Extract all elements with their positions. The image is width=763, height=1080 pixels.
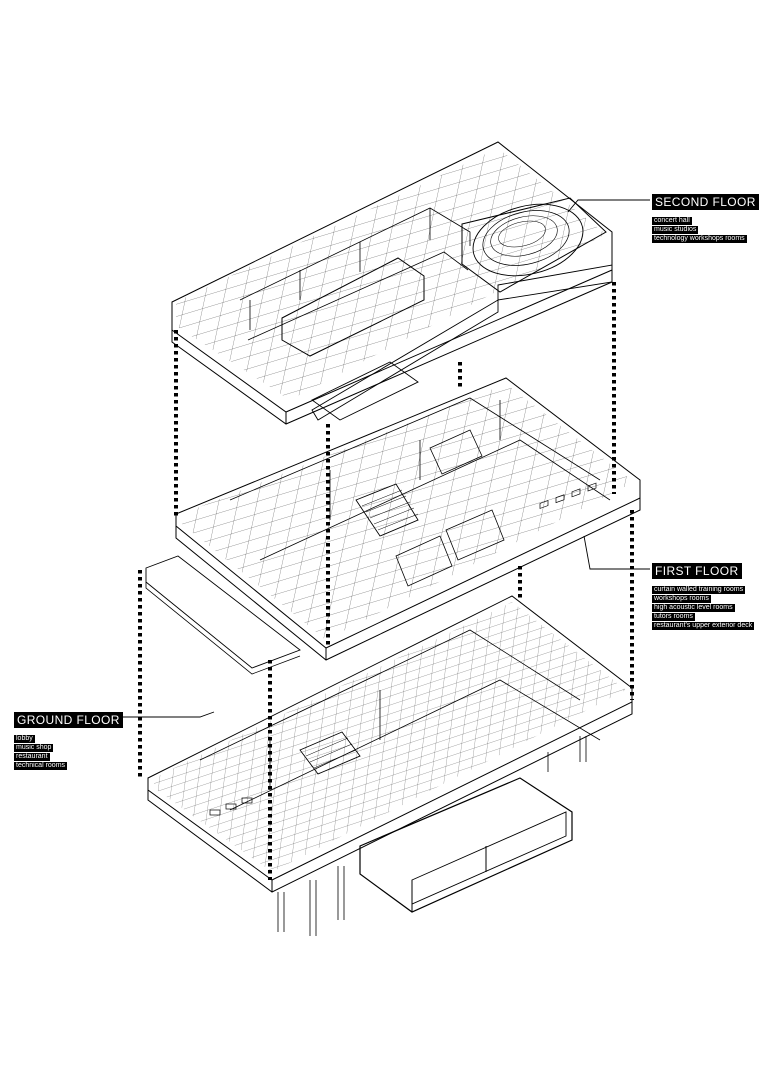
ground-floor-slab [147, 482, 633, 893]
pilotis-and-basement [277, 736, 587, 936]
label-leader-lines [120, 199, 650, 718]
program-item: high acoustic level rooms [652, 604, 735, 612]
first-floor-label: FIRST FLOOR curtain walled training room… [652, 562, 755, 631]
second-floor-title: SECOND FLOOR [652, 194, 759, 210]
program-item: tutors rooms [652, 613, 695, 621]
first-floor-title: FIRST FLOOR [652, 563, 742, 579]
first-floor-slab [175, 361, 641, 661]
program-item: technology workshops rooms [652, 235, 747, 243]
restaurant-tables [539, 482, 597, 509]
exterior-deck-plate [145, 555, 301, 675]
floor-alignment-dotted-lines [138, 282, 634, 880]
concert-hall-drawing [461, 197, 607, 293]
program-item: music studios [652, 226, 699, 234]
program-item: lobby [14, 735, 35, 743]
first-floor-program-list: curtain walled training rooms workshops … [652, 586, 755, 630]
lobby-stair [299, 731, 361, 775]
ground-floor-title: GROUND FLOOR [14, 712, 123, 728]
central-stair [355, 483, 419, 537]
program-item: restaurant's upper exterior deck [652, 622, 755, 630]
program-item: curtain walled training rooms [652, 586, 746, 594]
ground-floor-program-list: lobby music shop restaurant technical ro… [14, 735, 123, 770]
program-item: technical rooms [14, 762, 68, 770]
second-floor-program-list: concert hall music studios technology wo… [652, 217, 759, 243]
program-item: workshops rooms [652, 595, 711, 603]
second-floor-slab [171, 141, 613, 425]
program-item: music shop [14, 744, 54, 752]
ground-floor-label: GROUND FLOOR lobby music shop restaurant… [14, 711, 123, 771]
program-item: restaurant [14, 753, 50, 761]
second-floor-label: SECOND FLOOR concert hall music studios … [652, 193, 759, 244]
program-item: concert hall [652, 217, 692, 225]
